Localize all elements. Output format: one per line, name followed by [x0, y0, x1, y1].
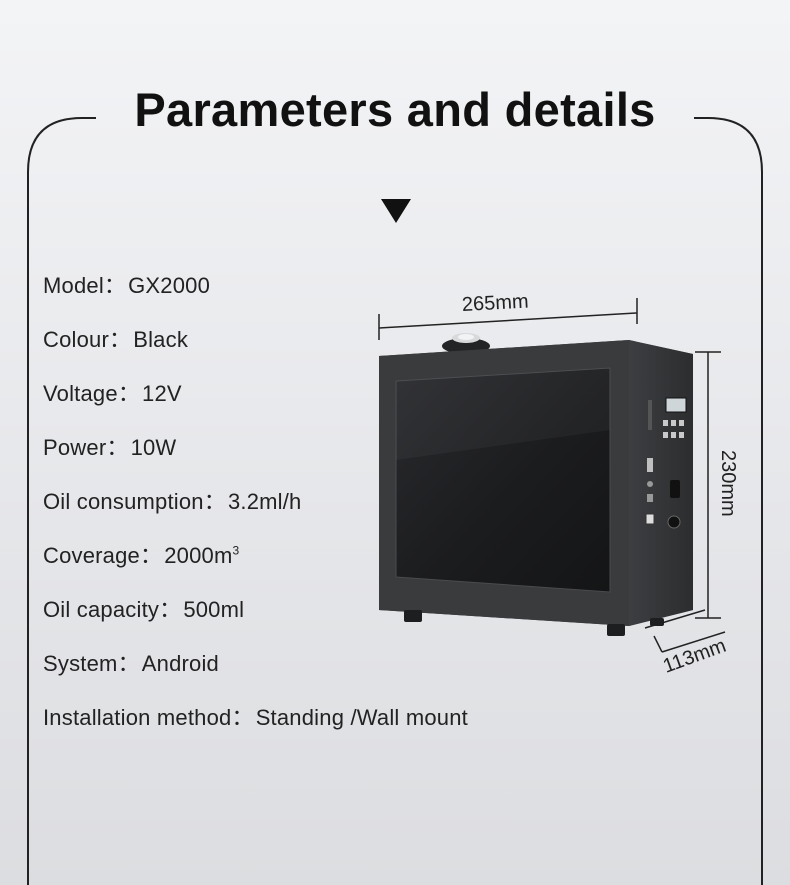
- width-dimension: 265mm: [378, 291, 638, 340]
- width-label: 265mm: [461, 291, 529, 316]
- spec-model: Model：GX2000: [43, 273, 211, 298]
- spec-voltage: Voltage：12V: [43, 381, 182, 406]
- spec-power: Power：10W: [43, 435, 177, 460]
- spec-system: System：Android: [43, 651, 219, 676]
- spec-coverage: Coverage：2000m3: [43, 543, 240, 568]
- spec-installation-method: Installation method：Standing /Wall mount: [43, 705, 468, 730]
- nozzle-knob: [442, 333, 490, 354]
- down-triangle-icon: [381, 199, 411, 223]
- product-illustration: 265mm 230mm 113mm: [378, 291, 739, 678]
- page-title: Parameters and details: [134, 83, 656, 136]
- control-panel: [645, 397, 687, 529]
- spec-oil-consumption: Oil consumption：3.2ml/h: [43, 489, 302, 514]
- diffuser-device: [379, 340, 693, 636]
- spec-colour: Colour：Black: [43, 327, 189, 352]
- height-label: 230mm: [717, 450, 739, 517]
- spec-oil-capacity: Oil capacity：500ml: [43, 597, 245, 622]
- height-dimension: 230mm: [695, 351, 739, 619]
